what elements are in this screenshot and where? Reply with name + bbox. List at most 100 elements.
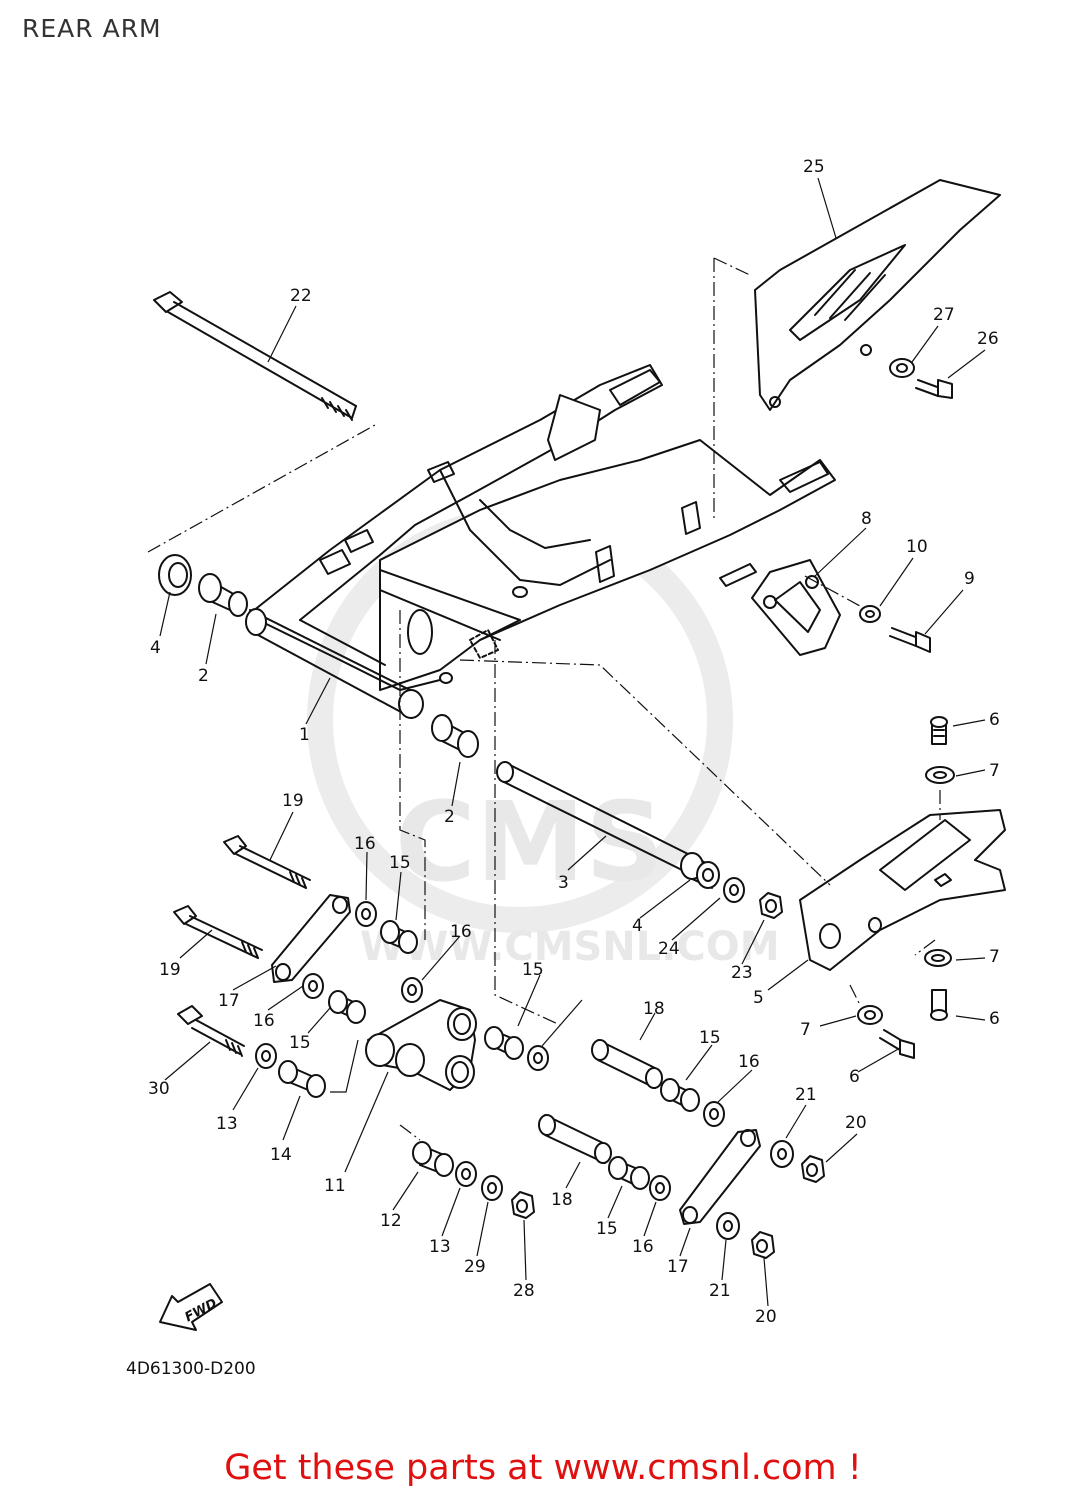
callout-label: 6 [989, 710, 1000, 730]
swingarm [245, 364, 836, 719]
oil-seal-b [401, 977, 423, 1003]
collar-c [484, 1026, 524, 1060]
footer-link[interactable]: Get these parts at www.cmsnl.com ! [224, 1448, 862, 1488]
spacer-18-upper [591, 1039, 663, 1089]
pivot-seal-left [158, 554, 192, 596]
adjuster-washer-low [857, 1005, 883, 1025]
collar-b [328, 990, 366, 1024]
callout-label: 6 [849, 1067, 860, 1087]
callout-label: 29 [464, 1257, 486, 1277]
callout-label: 4 [632, 916, 643, 936]
callout-label: 4 [150, 638, 161, 658]
pivot-sleeve [496, 761, 691, 871]
relay-arm-bolt [177, 1005, 245, 1057]
callout-label: 3 [558, 873, 569, 893]
callout-label: 16 [632, 1237, 654, 1257]
washer-21-lower [716, 1212, 740, 1240]
callout-label: 21 [709, 1281, 731, 1301]
callout-label: 25 [803, 157, 825, 177]
washer-29 [481, 1175, 503, 1201]
callout-label: 6 [989, 1009, 1000, 1029]
assembly-lines [147, 257, 941, 1141]
guide-washer [859, 605, 881, 623]
callout-label: 17 [218, 991, 240, 1011]
oil-seal-d [527, 1045, 549, 1071]
callout-label: 7 [800, 1020, 811, 1040]
oil-seal-f [649, 1175, 671, 1201]
callout-label: 12 [380, 1211, 402, 1231]
collar-14 [278, 1060, 326, 1098]
adjuster-washer-mid [924, 949, 952, 967]
leader-lines [159, 177, 986, 1307]
nut-28 [511, 1191, 535, 1219]
callout-label: 16 [354, 834, 376, 854]
adjuster-bolt-top [930, 716, 948, 745]
chain-guide [751, 559, 841, 656]
callout-label: 16 [253, 1011, 275, 1031]
callout-label: 7 [989, 947, 1000, 967]
callout-label: 27 [933, 305, 955, 325]
link-bolt-upper [223, 835, 311, 889]
callouts: 25 22 27 26 8 10 9 4 2 1 6 7 2 19 16 15 … [148, 157, 1000, 1327]
callout-label: 11 [324, 1176, 346, 1196]
callout-label: 5 [753, 988, 764, 1008]
forward-arrow-icon: FWD [159, 1283, 223, 1331]
adjuster-washer-top [925, 766, 955, 784]
callout-label: 15 [289, 1033, 311, 1053]
adjuster-bolt-low [879, 1029, 915, 1059]
oil-seal-c [302, 973, 324, 999]
callout-label: 13 [216, 1114, 238, 1134]
washer-13-lower [455, 1161, 477, 1187]
callout-label: 15 [699, 1028, 721, 1048]
callout-label: 20 [755, 1307, 777, 1327]
pivot-seal-right [680, 852, 720, 889]
watermark-site: WWW.CMSNL.COM [360, 924, 780, 970]
callout-label: 14 [270, 1145, 292, 1165]
callout-label: 16 [738, 1052, 760, 1072]
collar-a [380, 920, 418, 954]
pivot-collar-right [431, 714, 479, 758]
needle-bearing [412, 1141, 454, 1177]
callout-label: 15 [596, 1219, 618, 1239]
callout-label: 15 [522, 960, 544, 980]
washer-21-upper [770, 1140, 794, 1168]
oil-seal-e [703, 1101, 725, 1127]
chain-puller [799, 809, 1006, 971]
nut-20-lower [751, 1231, 775, 1259]
callout-label: 7 [989, 761, 1000, 781]
callout-label: 21 [795, 1085, 817, 1105]
collar-d [660, 1078, 700, 1112]
callout-label: 16 [450, 922, 472, 942]
adjuster-bolt-bottom [930, 989, 948, 1021]
callout-label: 2 [444, 807, 455, 827]
callout-label: 9 [964, 569, 975, 589]
callout-label: 22 [290, 286, 312, 306]
diagram-code: 4D61300-D200 [126, 1359, 256, 1379]
callout-label: 2 [198, 666, 209, 686]
callout-label: 17 [667, 1257, 689, 1277]
collar-e [608, 1156, 650, 1190]
callout-label: 19 [159, 960, 181, 980]
callout-label: 18 [643, 999, 665, 1019]
watermark-brand: CMS [395, 778, 664, 906]
pivot-collar-left [198, 573, 248, 617]
cover-bolt [915, 379, 953, 399]
callout-label: 13 [429, 1237, 451, 1257]
callout-label: 10 [906, 537, 928, 557]
callout-label: 30 [148, 1079, 170, 1099]
callout-label: 24 [658, 939, 680, 959]
cover-washer [889, 358, 915, 378]
callout-label: 1 [299, 725, 310, 745]
callout-label: 15 [389, 853, 411, 873]
pivot-nut [759, 892, 783, 919]
guide-bolt [889, 627, 931, 653]
callout-label: 28 [513, 1281, 535, 1301]
nut-20-upper [801, 1155, 825, 1183]
connecting-rod-left [271, 894, 351, 983]
callout-label: 23 [731, 963, 753, 983]
relay-arm [365, 999, 477, 1091]
oil-seal-a [355, 901, 377, 927]
callout-label: 20 [845, 1113, 867, 1133]
pivot-shaft-bolt [153, 291, 357, 421]
washer-13-upper [255, 1043, 277, 1069]
